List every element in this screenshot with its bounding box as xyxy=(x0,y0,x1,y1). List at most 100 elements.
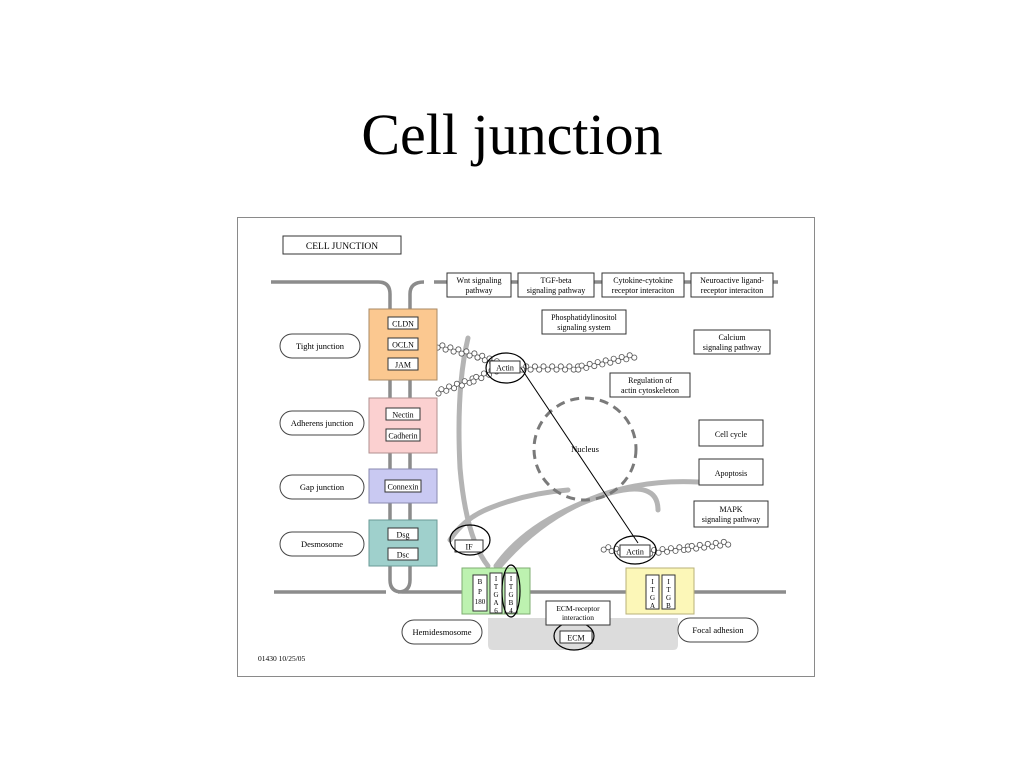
svg-text:Neuroactive ligand-receptor in: Neuroactive ligand-receptor interaciton xyxy=(700,276,764,295)
diagram-footer: 01430 10/25/05 xyxy=(258,654,306,663)
actin-bead xyxy=(696,541,703,548)
actin-bead xyxy=(453,380,460,387)
actin-bead xyxy=(583,364,590,371)
actin-bead xyxy=(544,366,551,373)
actin-bead xyxy=(605,544,612,551)
actin-bead xyxy=(575,366,582,373)
actin-bead xyxy=(531,363,538,370)
actin-bead xyxy=(463,348,470,355)
actin-bead xyxy=(439,342,446,349)
actin-bead xyxy=(701,544,708,551)
actin-bead xyxy=(536,366,543,373)
actin-bead xyxy=(667,545,674,552)
svg-text:CELL JUNCTION: CELL JUNCTION xyxy=(306,242,378,252)
label-desmosome: Desmosome xyxy=(279,531,365,557)
actin-bead xyxy=(591,363,598,370)
actin-bead xyxy=(471,350,478,357)
actin-bead xyxy=(672,547,679,554)
actin-bead xyxy=(725,541,732,548)
label-focal-adhesion: Focal adhesion xyxy=(677,617,759,643)
actin-bead xyxy=(599,361,606,368)
actin-bead xyxy=(478,375,485,382)
svg-text:CLDN: CLDN xyxy=(392,320,414,329)
actin-bead xyxy=(527,366,534,373)
focal-adhesion-block xyxy=(625,567,695,615)
actin-bead xyxy=(615,357,622,364)
actin-bead xyxy=(623,356,630,363)
svg-text:Cell cycle: Cell cycle xyxy=(715,430,748,439)
actin-bead xyxy=(685,546,692,553)
pathway-apoptosis: Apoptosis xyxy=(698,458,764,486)
actin-bead xyxy=(594,359,601,366)
actin-bead xyxy=(438,386,445,393)
actin-bead xyxy=(446,383,453,390)
svg-text:Actin: Actin xyxy=(626,548,644,557)
actin-connector-line xyxy=(520,367,639,544)
actin-bead xyxy=(618,353,625,360)
protein-ecm: ECM xyxy=(559,630,593,644)
svg-text:ECM: ECM xyxy=(567,634,584,643)
actin-bead xyxy=(458,350,465,357)
actin-bead xyxy=(607,359,614,366)
actin-bead xyxy=(442,346,449,353)
label-tight-junction: Tight junction xyxy=(279,333,361,359)
pathway-cell-cycle: Cell cycle xyxy=(698,419,764,447)
protein-dsc: Dsc xyxy=(387,547,419,561)
actin-bead xyxy=(600,546,607,553)
actin-bead xyxy=(540,363,547,370)
actin-bead xyxy=(659,546,666,553)
protein-cadherin: Cadherin xyxy=(385,428,421,442)
svg-text:Nectin: Nectin xyxy=(392,411,413,420)
svg-text:Dsc: Dsc xyxy=(397,551,410,560)
actin-bead xyxy=(466,352,473,359)
actin-bead xyxy=(664,548,671,555)
actin-bead xyxy=(717,542,724,549)
label-hemidesmosome: Hemidesmosome xyxy=(401,619,483,645)
actin-bead xyxy=(688,542,695,549)
actin-bead xyxy=(693,545,700,552)
actin-bead xyxy=(709,543,716,550)
actin-bead xyxy=(443,387,450,394)
protein-actin-bottom: Actin xyxy=(619,544,651,558)
actin-bead xyxy=(553,366,560,373)
actin-bead xyxy=(447,344,454,351)
actin-bead xyxy=(461,378,468,385)
pathway-neuroactive: Neuroactive ligand-receptor interaciton xyxy=(690,272,774,298)
cell-junction-diagram: CELL JUNCTION Nucleus CLDN OCLN JAM Nect… xyxy=(237,217,815,677)
protein-connexin: Connexin xyxy=(384,479,422,493)
actin-bead xyxy=(610,355,617,362)
svg-text:Apoptosis: Apoptosis xyxy=(715,469,747,478)
label-gap-junction: Gap junction xyxy=(279,474,365,500)
svg-text:Dsg: Dsg xyxy=(397,531,410,540)
label-adherens-junction: Adherens junction xyxy=(279,410,365,436)
actin-bead xyxy=(451,385,458,392)
svg-text:Cadherin: Cadherin xyxy=(388,432,417,441)
actin-bead xyxy=(676,544,683,551)
svg-text:OCLN: OCLN xyxy=(392,341,414,350)
svg-text:Hemidesmosome: Hemidesmosome xyxy=(412,627,471,637)
actin-bead xyxy=(470,378,477,385)
svg-text:Desmosome: Desmosome xyxy=(301,539,343,549)
protein-jam: JAM xyxy=(387,357,419,371)
actin-bead xyxy=(473,373,480,380)
slide-title: Cell junction xyxy=(361,102,663,167)
